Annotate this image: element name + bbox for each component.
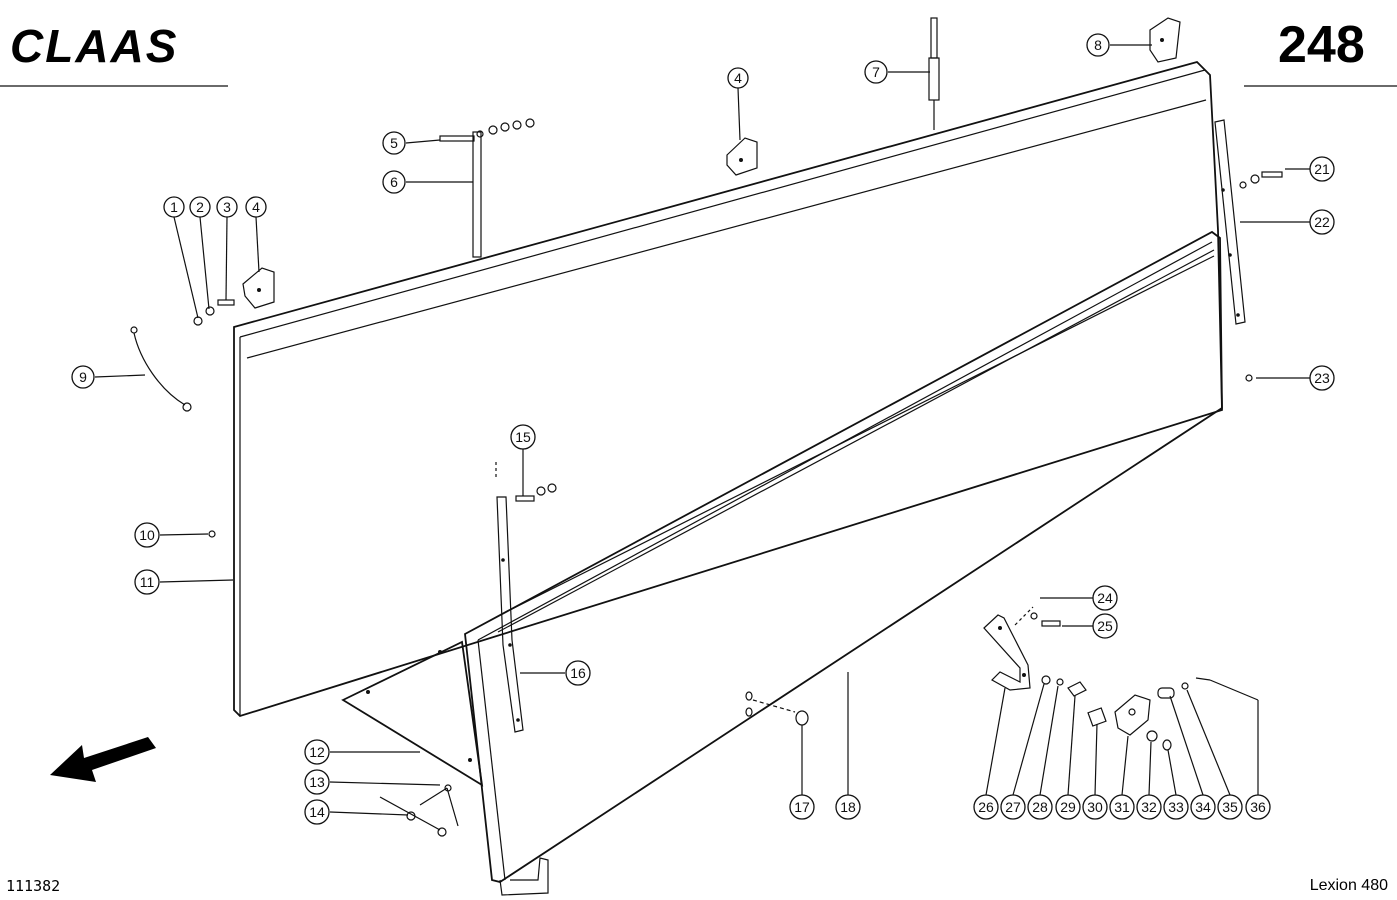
strap-6 bbox=[472, 131, 482, 258]
svg-text:13: 13 bbox=[309, 774, 325, 790]
callout-4-left: 4 bbox=[245, 196, 267, 218]
callout-3: 3 bbox=[216, 196, 238, 218]
callout-33: 33 bbox=[1163, 794, 1189, 820]
callout-31: 31 bbox=[1109, 794, 1135, 820]
svg-text:9: 9 bbox=[79, 369, 87, 385]
callout-23: 23 bbox=[1309, 365, 1335, 391]
plugs-17 bbox=[745, 691, 809, 726]
callout-34: 34 bbox=[1190, 794, 1216, 820]
svg-text:28: 28 bbox=[1032, 799, 1048, 815]
bracket-26 bbox=[983, 606, 1034, 691]
upper-panel bbox=[233, 60, 1223, 718]
callout-5: 5 bbox=[382, 131, 406, 155]
callout-28: 28 bbox=[1027, 794, 1053, 820]
svg-text:12: 12 bbox=[309, 744, 325, 760]
svg-text:23: 23 bbox=[1314, 370, 1330, 386]
hinge-4-top bbox=[726, 137, 758, 176]
callout-24: 24 bbox=[1092, 585, 1118, 611]
hinge-8 bbox=[1149, 17, 1181, 63]
svg-text:36: 36 bbox=[1250, 799, 1266, 815]
svg-text:35: 35 bbox=[1222, 799, 1238, 815]
triangle-cover bbox=[341, 640, 484, 787]
gas-strut-7 bbox=[928, 17, 940, 130]
svg-text:14: 14 bbox=[309, 804, 325, 820]
callout-11: 11 bbox=[134, 569, 160, 595]
svg-text:25: 25 bbox=[1097, 618, 1113, 634]
callout-2: 2 bbox=[189, 196, 211, 218]
svg-text:1: 1 bbox=[170, 199, 178, 215]
cable-9 bbox=[130, 326, 192, 412]
svg-text:6: 6 bbox=[390, 174, 398, 190]
svg-text:30: 30 bbox=[1087, 799, 1103, 815]
callout-bubbles: 1 2 3 4 4 5 6 7 8 9 10 11 12 13 14 15 16… bbox=[71, 33, 1335, 825]
plug-23 bbox=[1245, 374, 1253, 382]
svg-text:11: 11 bbox=[140, 574, 155, 590]
svg-text:15: 15 bbox=[515, 429, 531, 445]
callout-9: 9 bbox=[71, 365, 95, 389]
svg-text:21: 21 bbox=[1314, 161, 1330, 177]
callout-13: 13 bbox=[304, 769, 330, 795]
svg-text:4: 4 bbox=[252, 199, 260, 215]
svg-text:5: 5 bbox=[390, 135, 398, 151]
lower-panel bbox=[464, 230, 1223, 896]
leader-lines bbox=[94, 44, 1310, 816]
svg-text:22: 22 bbox=[1314, 214, 1330, 230]
svg-text:32: 32 bbox=[1141, 799, 1157, 815]
callout-18: 18 bbox=[835, 794, 861, 820]
callout-21: 21 bbox=[1309, 156, 1335, 182]
svg-text:2: 2 bbox=[196, 199, 204, 215]
callout-16: 16 bbox=[565, 660, 591, 686]
svg-text:24: 24 bbox=[1097, 590, 1113, 606]
svg-text:27: 27 bbox=[1005, 799, 1021, 815]
svg-text:10: 10 bbox=[139, 527, 155, 543]
callout-12: 12 bbox=[304, 739, 330, 765]
callout-6: 6 bbox=[382, 170, 406, 194]
callout-36: 36 bbox=[1245, 794, 1271, 820]
grommet-10 bbox=[208, 530, 216, 538]
svg-text:4: 4 bbox=[734, 70, 742, 86]
brand-logo: CLAAS bbox=[10, 20, 178, 72]
callout-7: 7 bbox=[864, 60, 888, 84]
bolt-set-5 bbox=[439, 118, 535, 142]
strap-16 bbox=[495, 462, 557, 733]
latch-hardware bbox=[1030, 612, 1211, 751]
callout-32: 32 bbox=[1136, 794, 1162, 820]
hinge-4-left bbox=[242, 267, 275, 309]
pins-13-14 bbox=[379, 784, 459, 837]
callout-27: 27 bbox=[1000, 794, 1026, 820]
callout-26: 26 bbox=[973, 794, 999, 820]
page-number: 248 bbox=[1278, 16, 1365, 74]
svg-text:17: 17 bbox=[794, 799, 810, 815]
svg-text:3: 3 bbox=[223, 199, 231, 215]
callout-29: 29 bbox=[1055, 794, 1081, 820]
svg-text:34: 34 bbox=[1195, 799, 1211, 815]
callout-30: 30 bbox=[1082, 794, 1108, 820]
callout-22: 22 bbox=[1309, 209, 1335, 235]
svg-text:7: 7 bbox=[872, 64, 880, 80]
drawing-number: 111382 bbox=[6, 877, 60, 895]
svg-text:33: 33 bbox=[1168, 799, 1184, 815]
callout-17: 17 bbox=[789, 794, 815, 820]
callout-8: 8 bbox=[1086, 33, 1110, 57]
svg-text:18: 18 bbox=[840, 799, 856, 815]
callout-1: 1 bbox=[163, 196, 185, 218]
callout-4-top: 4 bbox=[727, 67, 749, 89]
callout-25: 25 bbox=[1092, 613, 1118, 639]
svg-text:16: 16 bbox=[570, 665, 586, 681]
svg-text:29: 29 bbox=[1060, 799, 1076, 815]
svg-text:8: 8 bbox=[1094, 37, 1102, 53]
svg-text:26: 26 bbox=[978, 799, 994, 815]
strip-22 bbox=[1214, 119, 1283, 325]
direction-arrow-icon bbox=[50, 737, 156, 782]
model-label: Lexion 480 bbox=[1310, 877, 1388, 894]
callout-35: 35 bbox=[1217, 794, 1243, 820]
svg-text:31: 31 bbox=[1114, 799, 1130, 815]
callout-15: 15 bbox=[510, 424, 536, 450]
callout-14: 14 bbox=[304, 799, 330, 825]
callout-10: 10 bbox=[134, 522, 160, 548]
hardware-1-2-3 bbox=[193, 299, 235, 326]
